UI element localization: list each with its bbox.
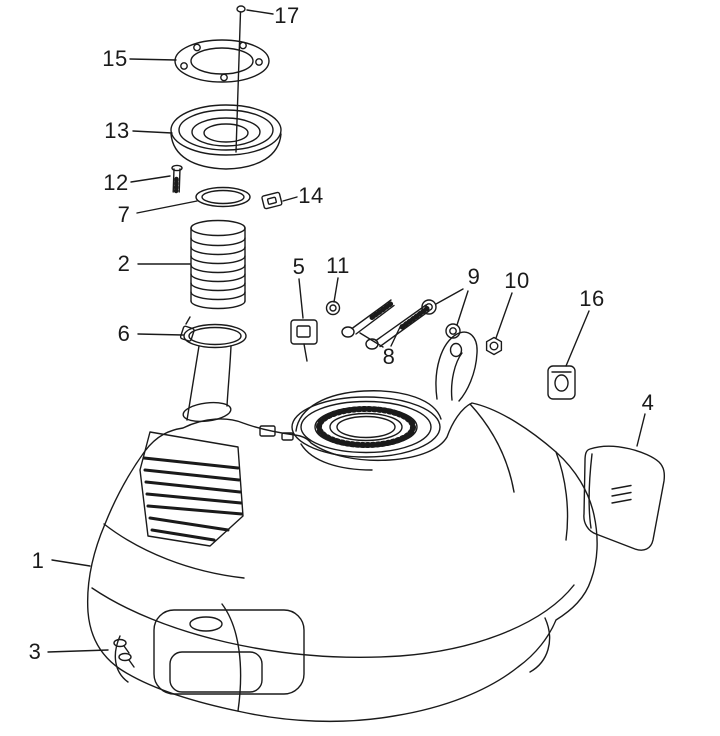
leader-lines xyxy=(47,9,646,653)
flange-ring-15 xyxy=(174,39,270,83)
washers-9 xyxy=(421,299,461,339)
callout-2: 2 xyxy=(117,251,131,276)
callout-16: 16 xyxy=(579,286,605,311)
side-panel-4 xyxy=(583,445,666,551)
clip-14 xyxy=(261,191,283,210)
callout-7: 7 xyxy=(117,202,131,227)
nut-10 xyxy=(485,336,503,356)
callout-11: 11 xyxy=(326,253,350,278)
clip-16 xyxy=(547,365,576,400)
callout-10: 10 xyxy=(504,268,530,293)
tank-bottom-recess xyxy=(114,609,305,695)
screw-12 xyxy=(171,164,183,194)
callout-17: 17 xyxy=(274,3,300,28)
callout-13: 13 xyxy=(104,118,130,143)
callout-3: 3 xyxy=(28,639,42,664)
washer-11 xyxy=(325,300,341,316)
callout-6: 6 xyxy=(117,321,131,346)
callout-4: 4 xyxy=(641,390,655,415)
screw-17 xyxy=(235,5,246,153)
tank-ribbed-column xyxy=(139,431,244,547)
callout-9: 9 xyxy=(467,264,481,289)
callout-14: 14 xyxy=(298,183,324,208)
cap-13 xyxy=(170,104,282,170)
filler-neck xyxy=(182,345,232,423)
fasteners-3 xyxy=(113,638,135,668)
bellows-hose-2 xyxy=(190,219,246,310)
callout-1: 1 xyxy=(31,548,45,573)
clamp-6 xyxy=(179,316,247,349)
callout-12: 12 xyxy=(103,170,129,195)
callout-5: 5 xyxy=(292,254,306,279)
bracket-5 xyxy=(290,319,318,362)
mount-tab xyxy=(435,331,478,402)
callout-15: 15 xyxy=(102,46,128,71)
filler-opening xyxy=(291,396,441,458)
callout-8: 8 xyxy=(382,344,396,369)
oring-7 xyxy=(195,186,251,208)
bolt-8a xyxy=(341,299,395,338)
